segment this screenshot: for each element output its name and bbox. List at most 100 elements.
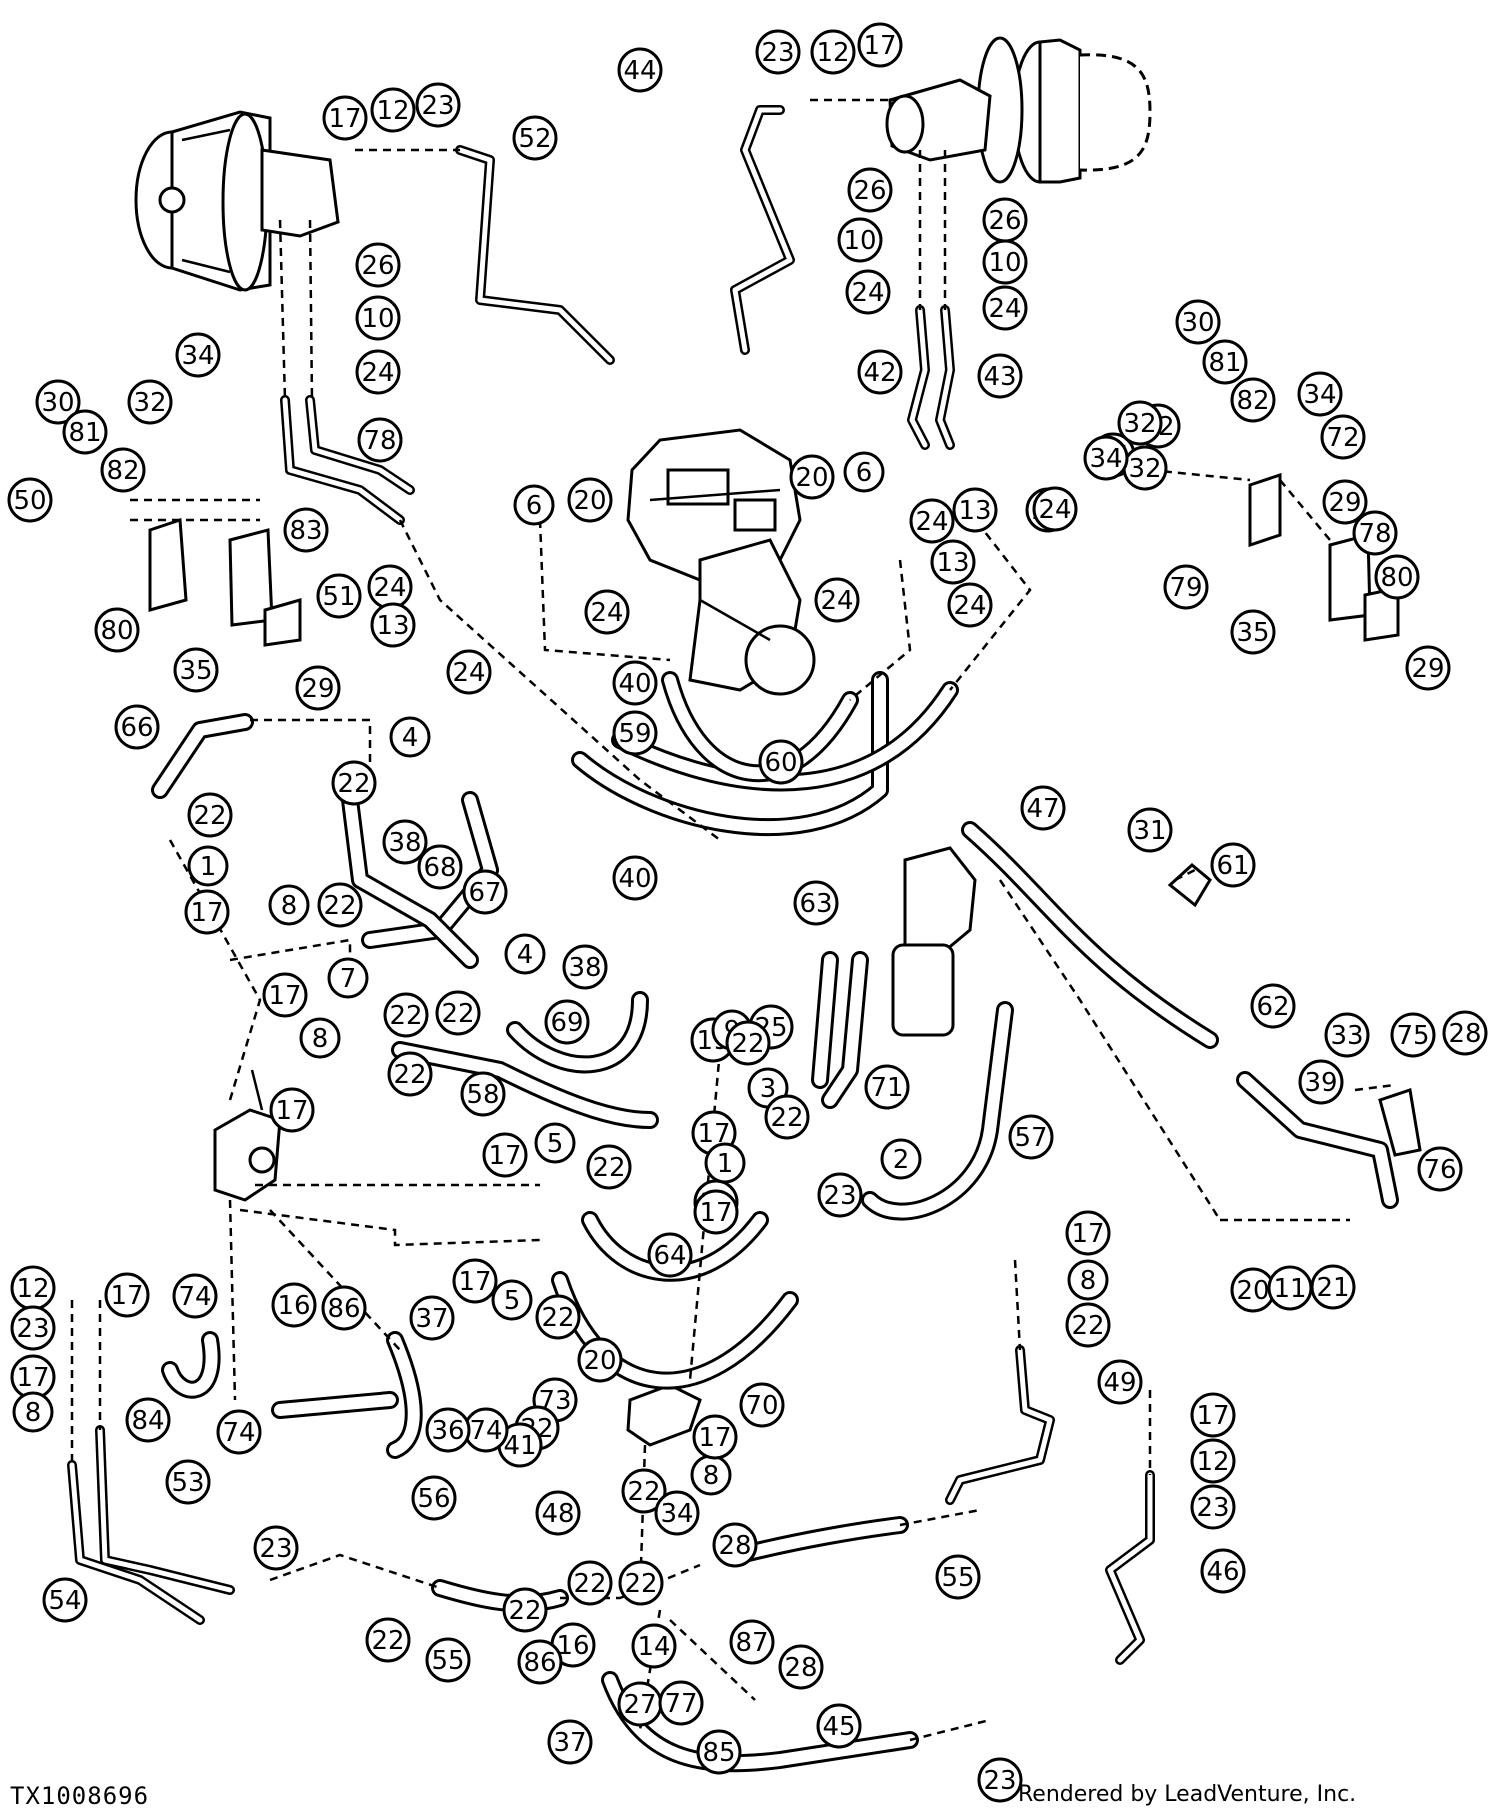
callout-17: 17 <box>1065 1210 1111 1256</box>
callout-24: 24 <box>1032 486 1078 532</box>
callout-59: 59 <box>612 710 658 756</box>
callout-label: 41 <box>503 1431 536 1461</box>
callout-11: 11 <box>1267 1265 1313 1311</box>
callout-22: 22 <box>764 1094 810 1140</box>
right-travel-motor <box>885 36 1152 184</box>
callout-label: 79 <box>1169 573 1202 603</box>
callout-86: 86 <box>517 1639 563 1685</box>
callout-label: 23 <box>259 1534 292 1564</box>
callout-label: 24 <box>851 278 884 308</box>
callout-5: 5 <box>491 1279 533 1321</box>
callout-label: 21 <box>1316 1273 1349 1303</box>
callout-20: 20 <box>577 1337 623 1383</box>
callout-10: 10 <box>982 239 1028 285</box>
callout-8: 8 <box>690 1454 732 1496</box>
callout-23: 23 <box>1190 1484 1236 1530</box>
callout-label: 23 <box>16 1314 49 1344</box>
callout-label: 24 <box>452 658 485 688</box>
callout-72: 72 <box>1320 414 1366 460</box>
callout-label: 14 <box>637 1632 670 1662</box>
callout-41: 41 <box>497 1422 543 1468</box>
callout-67: 67 <box>462 869 508 915</box>
callout-66: 66 <box>114 704 160 750</box>
callout-label: 12 <box>376 96 409 126</box>
callout-6: 6 <box>513 484 555 526</box>
filter-assembly <box>891 846 977 1037</box>
callout-label: 32 <box>133 388 166 418</box>
callout-82: 82 <box>1230 377 1276 423</box>
callout-17: 17 <box>1190 1392 1236 1438</box>
callout-label: 22 <box>592 1153 625 1183</box>
callout-12: 12 <box>10 1265 56 1311</box>
callout-13: 13 <box>952 487 998 533</box>
callout-label: 3 <box>760 1074 777 1104</box>
callout-17: 17 <box>269 1087 315 1133</box>
render-credit: Rendered by LeadVenture, Inc. <box>1018 1782 1357 1807</box>
callout-label: 5 <box>547 1129 564 1159</box>
callout-34: 34 <box>654 1490 700 1536</box>
callout-label: 13 <box>376 611 409 641</box>
figure-id: TX1008696 <box>10 1782 150 1810</box>
callout-17: 17 <box>184 889 230 935</box>
callout-45: 45 <box>816 1703 862 1749</box>
callout-label: 74 <box>178 1282 211 1312</box>
callout-23: 23 <box>977 1757 1023 1803</box>
callout-label: 17 <box>328 104 361 134</box>
left-travel-motor <box>134 110 340 292</box>
callout-16: 16 <box>550 1622 596 1668</box>
callout-label: 36 <box>431 1416 464 1446</box>
callout-label: 27 <box>623 1690 656 1720</box>
callout-label: 20 <box>573 486 606 516</box>
callout-76: 76 <box>1417 1146 1463 1192</box>
callout-label: 17 <box>458 1267 491 1297</box>
callout-label: 13 <box>958 496 991 526</box>
callout-17: 17 <box>322 95 368 141</box>
callout-label: 75 <box>1396 1021 1429 1051</box>
callout-4: 4 <box>504 933 546 975</box>
callout-label: 22 <box>508 1596 541 1626</box>
callout-label: 29 <box>301 674 334 704</box>
callout-58: 58 <box>460 1071 506 1117</box>
callout-label: 23 <box>1196 1493 1229 1523</box>
callout-82: 82 <box>100 447 146 493</box>
callout-label: 29 <box>1411 654 1444 684</box>
callout-label: 58 <box>466 1080 499 1110</box>
callout-label: 1 <box>717 1149 734 1179</box>
callout-label: 6 <box>856 458 873 488</box>
callout-label: 82 <box>1236 386 1269 416</box>
callout-label: 17 <box>268 981 301 1011</box>
callout-56: 56 <box>411 1475 457 1521</box>
callout-label: 28 <box>718 1531 751 1561</box>
callout-21: 21 <box>1310 1264 1356 1310</box>
callout-label: 35 <box>1236 618 1269 648</box>
callout-label: 44 <box>623 56 656 86</box>
callout-81: 81 <box>62 409 108 455</box>
callout-label: 32 <box>1128 454 1161 484</box>
callout-label: 55 <box>941 1563 974 1593</box>
callout-61: 61 <box>1210 842 1256 888</box>
callout-label: 39 <box>1304 1068 1337 1098</box>
callout-13: 13 <box>370 602 416 648</box>
callout-label: 4 <box>402 723 419 753</box>
callout-label: 86 <box>523 1648 556 1678</box>
callout-label: 37 <box>415 1304 448 1334</box>
callout-29: 29 <box>1405 645 1451 691</box>
callout-label: 24 <box>1038 495 1071 525</box>
callout-label: 22 <box>541 1303 574 1333</box>
callout-label: 8 <box>703 1461 720 1491</box>
callout-32: 32 <box>1122 445 1168 491</box>
callout-70: 70 <box>739 1382 785 1428</box>
callout-35: 35 <box>1230 609 1276 655</box>
callout-60: 60 <box>758 739 804 785</box>
callout-label: 16 <box>277 1291 310 1321</box>
callout-label: 62 <box>1256 992 1289 1022</box>
callout-label: 43 <box>983 362 1016 392</box>
callout-label: 49 <box>1103 1368 1136 1398</box>
callout-label: 40 <box>618 669 651 699</box>
callout-10: 10 <box>355 295 401 341</box>
hydrostatic-pump <box>626 428 816 696</box>
callout-label: 30 <box>41 388 74 418</box>
callout-label: 24 <box>953 591 986 621</box>
callout-label: 83 <box>289 516 322 546</box>
